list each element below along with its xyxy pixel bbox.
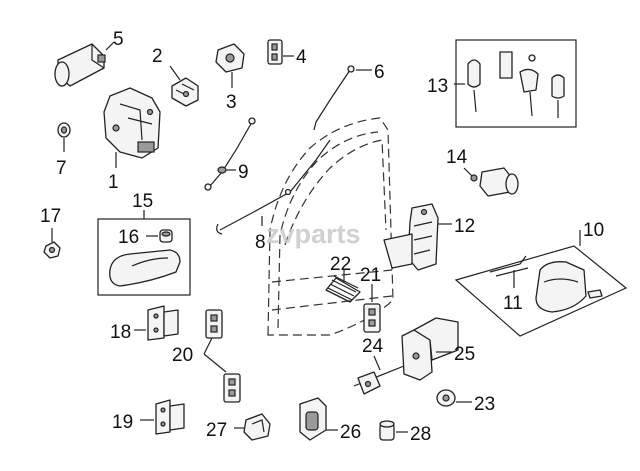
part-17-nut[interactable] [43, 241, 61, 259]
part-25-door-check[interactable] [401, 317, 459, 381]
part-20-hinge-shim-lower[interactable] [223, 373, 241, 403]
part-8-lock-rods[interactable] [216, 139, 331, 235]
callout-28: 28 [410, 424, 431, 445]
leader-20 [203, 337, 227, 373]
leader-5 [105, 41, 115, 51]
callout-16: 16 [118, 227, 139, 248]
callout-18: 18 [110, 322, 131, 343]
part-12-door-latch[interactable] [383, 203, 439, 271]
callout-4: 4 [296, 47, 307, 68]
callout-25: 25 [454, 344, 475, 365]
part-7-bushing[interactable] [57, 122, 71, 138]
callout-3: 3 [226, 92, 237, 113]
part-24-check-link[interactable] [353, 365, 405, 395]
callout-9: 9 [238, 162, 249, 183]
callout-12: 12 [454, 216, 475, 237]
part-6-lock-rod[interactable] [313, 65, 355, 131]
callout-24: 24 [362, 336, 384, 357]
part-21-striker-plate[interactable] [363, 303, 381, 333]
part-2-lock-bracket[interactable] [171, 77, 199, 107]
part-5-lock-cylinder[interactable] [54, 43, 106, 87]
callout-8: 8 [255, 232, 266, 253]
callout-23: 23 [474, 394, 495, 415]
part-1-door-lock-actuator[interactable] [103, 87, 161, 159]
part-10-outer-door-handle[interactable] [535, 261, 603, 313]
callout-13: 13 [427, 76, 448, 97]
callout-17: 17 [40, 206, 61, 227]
part-22-spring[interactable] [325, 275, 361, 303]
callout-11: 11 [503, 293, 523, 314]
callout-7: 7 [56, 158, 67, 179]
callout-27: 27 [206, 420, 227, 441]
part-23-bumper[interactable] [436, 389, 456, 407]
part-11-handle-rod[interactable] [489, 255, 529, 277]
callout-10: 10 [583, 220, 604, 241]
part-18-upper-hinge[interactable] [147, 305, 179, 341]
part-14-lock-switch[interactable] [470, 167, 519, 197]
part-10-outer-handle-box[interactable] [454, 245, 628, 337]
callout-5: 5 [113, 29, 124, 50]
watermark-logo: zvparts [266, 219, 361, 249]
part-4-retainer[interactable] [267, 39, 283, 65]
part-19-lower-hinge[interactable] [155, 399, 185, 435]
part-27-hinge-cover[interactable] [243, 413, 271, 441]
part-20-hinge-shim-upper[interactable] [205, 309, 223, 339]
callout-15: 15 [132, 191, 153, 212]
callout-14: 14 [446, 147, 468, 168]
leader-24 [373, 355, 381, 371]
part-9-lock-rod[interactable] [204, 117, 256, 191]
callout-20: 20 [172, 345, 193, 366]
callout-21: 21 [360, 265, 381, 286]
part-15-inner-door-handle[interactable] [109, 249, 181, 287]
callout-6: 6 [374, 62, 385, 83]
part-28-plug[interactable] [379, 420, 395, 441]
callout-22: 22 [330, 254, 351, 275]
part-16-handle-clip[interactable] [159, 229, 173, 243]
part-13-keys[interactable] [467, 51, 565, 118]
callout-19: 19 [112, 412, 133, 433]
callout-26: 26 [340, 422, 361, 443]
callout-1: 1 [108, 172, 119, 193]
callout-2: 2 [152, 46, 163, 67]
part-26-lock-cover[interactable] [299, 397, 327, 441]
leader-14 [463, 167, 473, 177]
leader-2 [169, 65, 181, 81]
part-3-clip[interactable] [215, 43, 245, 73]
